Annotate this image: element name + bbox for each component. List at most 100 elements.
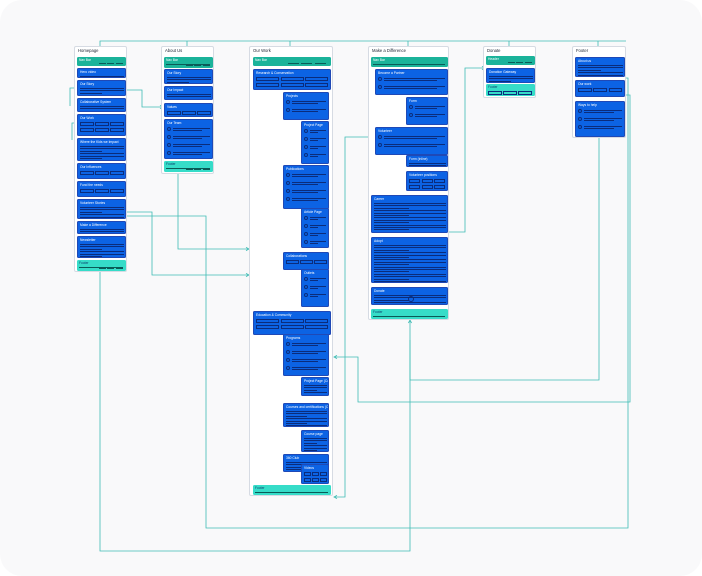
footer-link-bar xyxy=(194,169,202,170)
text-line xyxy=(80,153,124,154)
block-sec-ways-to-help: Ways to help xyxy=(575,101,625,137)
list-bullet-icon xyxy=(378,77,382,81)
text-line xyxy=(310,131,318,133)
text-line xyxy=(286,418,327,419)
card-placeholder xyxy=(95,122,109,126)
text-line xyxy=(584,127,614,129)
block-sec-course-page: Course page xyxy=(301,430,329,452)
card-placeholder xyxy=(256,77,280,81)
text-line xyxy=(310,139,318,141)
block-label: Career xyxy=(374,196,385,201)
text-line xyxy=(374,245,446,246)
text-line xyxy=(310,137,326,139)
text-line xyxy=(489,80,512,82)
text-line xyxy=(584,119,614,121)
text-line xyxy=(310,293,326,295)
card-placeholder xyxy=(434,179,446,183)
block-label: Donate xyxy=(374,288,385,293)
block-nav-nav-bar: Nav Bar xyxy=(371,57,448,67)
text-line xyxy=(310,216,326,218)
text-line xyxy=(310,145,326,147)
list-bullet-icon xyxy=(286,108,290,112)
block-nav-nav-bar: Nav Bar xyxy=(253,57,331,66)
footer-link-bar xyxy=(194,65,202,66)
card-placeholder xyxy=(256,325,280,329)
footer-link-bar xyxy=(186,65,193,66)
text-line xyxy=(304,385,327,386)
text-line xyxy=(584,109,622,111)
text-line xyxy=(374,302,446,303)
text-line xyxy=(304,389,317,391)
text-line xyxy=(374,278,409,280)
list-bullet-icon xyxy=(378,85,382,89)
text-line xyxy=(310,234,318,236)
card-placeholder xyxy=(80,189,94,193)
block-sec-videos: Videos xyxy=(301,464,329,484)
block-sec-newsletter: Newsletter xyxy=(77,236,126,258)
card-placeholder xyxy=(434,185,446,189)
text-line xyxy=(80,146,124,147)
block-label: Our Impact xyxy=(167,87,184,92)
list-bullet-icon xyxy=(304,216,308,220)
text-line xyxy=(80,229,124,230)
card-placeholder xyxy=(286,260,299,264)
text-line xyxy=(173,143,210,145)
list-bullet-icon xyxy=(167,143,171,147)
text-line xyxy=(167,94,211,95)
text-line xyxy=(310,285,326,287)
block-sec-collaborative-system: Collaborative System xyxy=(77,98,126,112)
text-line xyxy=(80,214,124,215)
text-line xyxy=(374,299,409,301)
block-sec-project-page-coming-soon: Project Page (Coming Soon) xyxy=(301,377,329,396)
list-bullet-icon xyxy=(409,113,413,117)
text-line xyxy=(292,358,326,360)
card-placeholder xyxy=(110,171,124,175)
connector-line xyxy=(127,89,163,108)
footer-link-bar xyxy=(405,64,417,65)
text-line xyxy=(578,65,623,66)
block-sec-where-the-kids-we-impact: Where the Kids we Impact xyxy=(77,138,126,161)
block-label: Newsletter xyxy=(80,237,96,242)
footer-link-bar xyxy=(418,64,430,65)
connector-line xyxy=(177,174,249,250)
text-line xyxy=(304,392,327,393)
block-label: Education & Community xyxy=(256,312,292,317)
list-bullet-icon xyxy=(304,224,308,228)
text-line xyxy=(173,137,202,139)
text-line xyxy=(304,442,317,444)
block-sec-about-us: About us xyxy=(575,57,625,77)
card-placeholder xyxy=(503,91,517,95)
footer-link-bar xyxy=(99,268,106,269)
text-line xyxy=(173,129,202,131)
list-bullet-icon xyxy=(304,137,308,141)
block-sec-project-page: Project Page xyxy=(301,121,329,164)
card-placeholder xyxy=(110,128,124,132)
card-placeholder xyxy=(110,189,124,193)
arrowhead-icon xyxy=(333,355,338,359)
card-placeholder xyxy=(305,77,329,81)
text-line xyxy=(80,106,124,107)
text-line xyxy=(310,277,326,279)
text-line xyxy=(80,158,103,159)
list-bullet-icon xyxy=(286,350,290,354)
card-placeholder xyxy=(95,189,109,193)
block-sec-donate: Donate xyxy=(371,287,448,305)
footer-link-bar xyxy=(314,492,326,493)
block-label: Our Story xyxy=(80,81,95,86)
block-label: Nav Bar xyxy=(255,57,267,62)
card-placeholder xyxy=(80,122,94,126)
text-line xyxy=(384,85,445,87)
text-line xyxy=(374,215,409,216)
list-bullet-icon xyxy=(286,342,290,346)
text-line xyxy=(286,466,307,468)
text-line xyxy=(310,287,318,289)
text-line xyxy=(292,191,318,193)
card-placeholder xyxy=(256,319,280,323)
text-line xyxy=(310,226,318,228)
block-foot-footer: Footer xyxy=(164,161,213,172)
text-line xyxy=(304,394,327,395)
text-line xyxy=(304,450,317,451)
card-placeholder xyxy=(197,111,211,115)
text-line xyxy=(310,232,326,234)
